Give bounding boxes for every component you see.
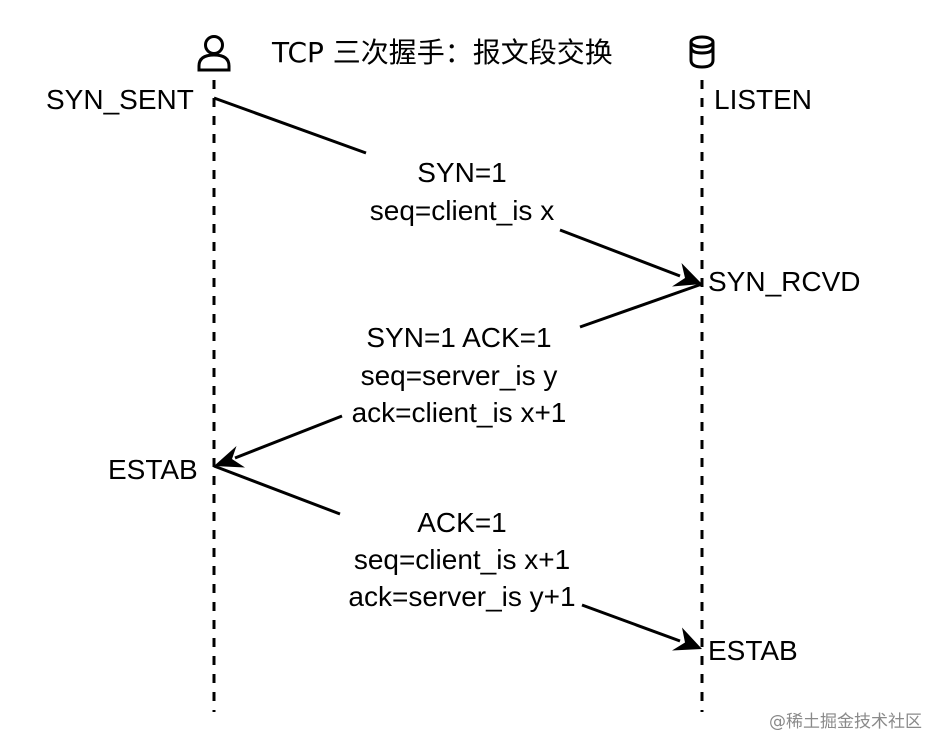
- message-syn-line-end: [559, 228, 681, 278]
- message-syn: SYN=1 seq=client_is x: [213, 96, 702, 287]
- user-icon: [197, 35, 231, 72]
- database-icon: [689, 35, 715, 69]
- diagram-title: TCP 三次握手：报文段交换: [271, 36, 613, 69]
- message-syn-arrowhead: [672, 263, 702, 287]
- message-ack-line-end: [581, 603, 681, 643]
- message-ack-ack: ack=server_is y+1: [348, 581, 575, 612]
- client-state-estab: ESTAB: [108, 454, 198, 485]
- watermark: @稀土掘金技术社区: [769, 712, 922, 732]
- message-ack-flags: ACK=1: [417, 507, 507, 538]
- message-syn-seq: seq=client_is x: [370, 195, 554, 226]
- message-syn-ack-flags: SYN=1 ACK=1: [366, 322, 551, 353]
- message-syn-ack-arrowhead: [214, 446, 245, 468]
- message-syn-flags: SYN=1: [417, 157, 507, 188]
- message-syn-ack-seq: seq=server_is y: [361, 360, 558, 391]
- message-ack-line-start: [213, 464, 341, 516]
- message-syn-ack: SYN=1 ACK=1 seq=server_is y ack=client_i…: [214, 282, 703, 468]
- message-syn-line-start: [213, 96, 367, 155]
- message-syn-ack-line-start: [579, 282, 703, 329]
- message-ack-seq: seq=client_is x+1: [354, 544, 570, 575]
- message-ack: ACK=1 seq=client_is x+1 ack=server_is y+…: [213, 464, 702, 651]
- message-ack-arrowhead: [672, 627, 702, 651]
- client-state-syn-sent: SYN_SENT: [46, 84, 194, 115]
- message-syn-ack-line-end: [234, 414, 343, 460]
- server-state-estab: ESTAB: [708, 635, 798, 666]
- server-state-syn-rcvd: SYN_RCVD: [708, 266, 860, 297]
- server-state-listen: LISTEN: [714, 84, 812, 115]
- message-syn-ack-ack: ack=client_is x+1: [352, 397, 567, 428]
